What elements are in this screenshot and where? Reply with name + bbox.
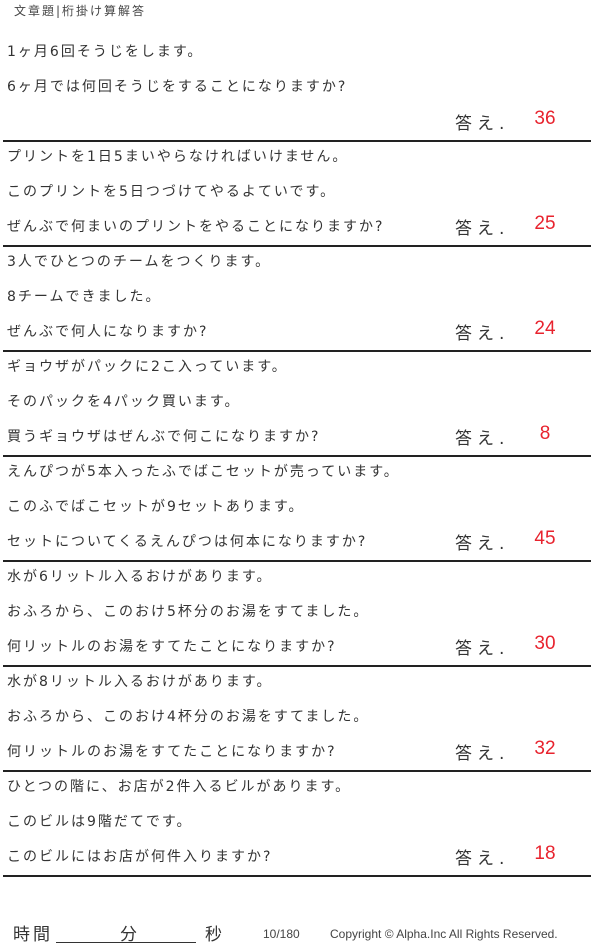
answer-label: 答え. <box>455 429 510 449</box>
problem-3: 3人でひとつのチームをつくります。 8チームできました。 ぜんぶで何人になります… <box>3 245 591 352</box>
problem-2: プリントを1日5まいやらなければいけません。 このプリントを5日つづけてやるよて… <box>3 140 591 247</box>
problem-text-line: ぜんぶで何まいのプリントをやることになりますか? <box>7 219 385 235</box>
problem-text-line: 水が8リットル入るおけがあります。 <box>7 674 273 690</box>
worksheet-title: 文章題|桁掛け算解答 <box>14 4 147 18</box>
answer-label: 答え. <box>455 219 510 239</box>
time-entry-line <box>56 942 196 943</box>
problem-text-line: 何リットルのお湯をすてたことになりますか? <box>7 744 337 760</box>
problem-text-line: おふろから、このおけ5杯分のお湯をすてました。 <box>7 604 370 620</box>
answer-value: 36 <box>534 108 556 129</box>
answer-value: 18 <box>534 843 556 864</box>
answer-label: 答え. <box>455 849 510 869</box>
seconds-label: 秒 <box>205 925 222 945</box>
problem-text-line: ぜんぶで何人になりますか? <box>7 324 209 340</box>
problem-text-line: ギョウザがパックに2こ入っています。 <box>7 359 288 375</box>
problem-text-line: えんぴつが5本入ったふでばこセットが売っています。 <box>7 464 400 480</box>
copyright-text: Copyright © Alpha.Inc All Rights Reserve… <box>330 927 558 941</box>
problem-text-line: おふろから、このおけ4杯分のお湯をすてました。 <box>7 709 370 725</box>
problem-5: えんぴつが5本入ったふでばこセットが売っています。 このふでばこセットが9セット… <box>3 455 591 562</box>
page-number: 10/180 <box>263 927 300 941</box>
problem-text-line: 8チームできました。 <box>7 289 162 305</box>
problem-8: ひとつの階に、お店が2件入るビルがあります。 このビルは9階だてです。 このビル… <box>3 770 591 877</box>
answer-value: 25 <box>534 213 556 234</box>
answer-label: 答え. <box>455 534 510 554</box>
problem-text-line: このふでばこセットが9セットあります。 <box>7 499 305 515</box>
problem-text-line: プリントを1日5まいやらなければいけません。 <box>7 149 349 165</box>
problem-text-line: 3人でひとつのチームをつくります。 <box>7 254 272 270</box>
answer-label: 答え. <box>455 639 510 659</box>
time-label: 時間 <box>13 925 53 945</box>
problem-text-line: このビルにはお店が何件入りますか? <box>7 849 273 865</box>
answer-value: 24 <box>534 318 556 339</box>
footer: 時間 分 秒 10/180 Copyright © Alpha.Inc All … <box>0 918 600 948</box>
problem-text-line: 水が6リットル入るおけがあります。 <box>7 569 273 585</box>
problem-text-line: 1ヶ月6回そうじをします。 <box>7 44 204 60</box>
problem-4: ギョウザがパックに2こ入っています。 そのパックを4パック買います。 買うギョウ… <box>3 350 591 457</box>
answer-value: 8 <box>539 423 551 444</box>
minutes-label: 分 <box>120 925 137 945</box>
problem-text-line: 何リットルのお湯をすてたことになりますか? <box>7 639 337 655</box>
problem-1: 1ヶ月6回そうじをします。 6ヶ月では何回そうじをすることになりますか? 答え.… <box>3 35 591 142</box>
problem-text-line: このビルは9階だてです。 <box>7 814 193 830</box>
answer-label: 答え. <box>455 114 510 134</box>
problem-text-line: ひとつの階に、お店が2件入るビルがあります。 <box>7 779 352 795</box>
answer-value: 32 <box>534 738 556 759</box>
problem-6: 水が6リットル入るおけがあります。 おふろから、このおけ5杯分のお湯をすてました… <box>3 560 591 667</box>
answer-label: 答え. <box>455 744 510 764</box>
problem-text-line: このプリントを5日つづけてやるよていです。 <box>7 184 337 200</box>
problem-text-line: 買うギョウザはぜんぶで何こになりますか? <box>7 429 321 445</box>
answer-value: 30 <box>534 633 556 654</box>
answer-label: 答え. <box>455 324 510 344</box>
problem-text-line: 6ヶ月では何回そうじをすることになりますか? <box>7 79 348 95</box>
problem-text-line: セットについてくるえんぴつは何本になりますか? <box>7 534 368 550</box>
answer-value: 45 <box>534 528 556 549</box>
problem-7: 水が8リットル入るおけがあります。 おふろから、このおけ4杯分のお湯をすてました… <box>3 665 591 772</box>
problem-text-line: そのパックを4パック買います。 <box>7 394 241 410</box>
